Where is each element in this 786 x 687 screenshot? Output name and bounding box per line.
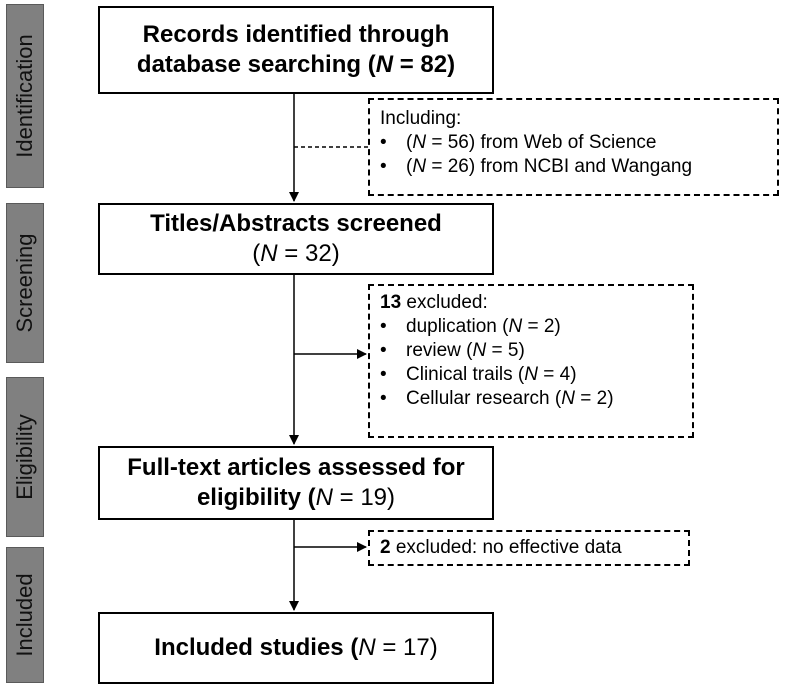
list-item: • (N = 26) from NCBI and Wangang xyxy=(380,155,767,179)
bullet: • xyxy=(380,316,387,337)
fulltext-n-symbol: N xyxy=(315,484,333,511)
excluded-count: 13 xyxy=(380,292,402,313)
item-n-symbol: N xyxy=(412,132,427,153)
item-suffix: = 5) xyxy=(486,340,525,361)
item-n-symbol: N xyxy=(508,316,523,337)
list-item: • (N = 56) from Web of Science xyxy=(380,131,767,155)
titles-screened-box: Titles/Abstracts screened (N = 32) xyxy=(98,203,494,275)
stage-label-identification: Identification xyxy=(12,34,37,158)
item-n-symbol: N xyxy=(412,156,427,177)
item-prefix: ( xyxy=(406,132,413,153)
records-line1: Records identified through xyxy=(142,21,450,48)
stage-label-screening: Screening xyxy=(12,233,37,333)
included-suffix: = 17) xyxy=(375,634,438,661)
list-item: • duplication (N = 2) xyxy=(380,315,682,339)
item-suffix: = 4) xyxy=(537,364,577,385)
records-identified-box: Records identified through database sear… xyxy=(98,6,494,94)
item-n-symbol: N xyxy=(561,388,575,409)
titles-line2-prefix: ( xyxy=(252,240,261,267)
bullet: • xyxy=(380,132,387,153)
excluded-header: excluded: xyxy=(401,292,488,313)
no-effective-count: 2 xyxy=(380,537,391,558)
item-n-symbol: N xyxy=(472,340,487,361)
fulltext-assessed-box: Full-text articles assessed for eligibil… xyxy=(98,446,494,520)
including-header: Including: xyxy=(380,108,462,129)
records-line2-prefix: database searching ( xyxy=(136,51,376,78)
including-sources-box: Including: • (N = 56) from Web of Scienc… xyxy=(368,98,779,196)
list-item: • Clinical trails (N = 4) xyxy=(380,363,682,387)
bullet: • xyxy=(380,388,387,409)
no-effective-data-box: 2 excluded: no effective data xyxy=(368,530,690,566)
fulltext-line2-suffix: = 19) xyxy=(332,484,396,511)
titles-line1: Titles/Abstracts screened xyxy=(150,210,442,237)
stage-label-included: Included xyxy=(12,573,37,657)
list-item: • review (N = 5) xyxy=(380,339,682,363)
item-suffix: = 2) xyxy=(522,316,561,337)
excluded-reasons-box: 13 excluded: • duplication (N = 2) • rev… xyxy=(368,284,694,438)
records-line2-suffix: = 82) xyxy=(393,51,456,78)
stage-tab-screening: Screening xyxy=(6,203,44,363)
bullet: • xyxy=(380,340,387,361)
stage-tab-eligibility: Eligibility xyxy=(6,377,44,537)
item-suffix: = 56) from Web of Science xyxy=(426,132,657,153)
bullet: • xyxy=(380,364,387,385)
item-prefix: Cellular research ( xyxy=(406,388,562,409)
fulltext-line2-prefix: eligibility ( xyxy=(196,484,316,511)
included-n-symbol: N xyxy=(358,634,376,661)
bullet: • xyxy=(380,156,387,177)
list-item: • Cellular research (N = 2) xyxy=(380,387,682,411)
item-prefix: review ( xyxy=(406,340,473,361)
included-prefix: Included studies ( xyxy=(154,634,359,661)
item-suffix: = 26) from NCBI and Wangang xyxy=(426,156,693,177)
included-studies-box: Included studies (N = 17) xyxy=(98,612,494,684)
no-effective-text: excluded: no effective data xyxy=(390,537,622,558)
stage-label-eligibility: Eligibility xyxy=(12,414,37,500)
item-suffix: = 2) xyxy=(574,388,614,409)
item-prefix: Clinical trails ( xyxy=(406,364,525,385)
item-prefix: ( xyxy=(406,156,413,177)
stage-tab-identification: Identification xyxy=(6,4,44,188)
titles-n-symbol: N xyxy=(260,240,278,267)
stage-tab-included: Included xyxy=(6,547,44,683)
item-prefix: duplication ( xyxy=(406,316,509,337)
records-n-symbol: N xyxy=(375,51,394,78)
item-n-symbol: N xyxy=(524,364,538,385)
titles-line2-suffix: = 32) xyxy=(277,240,340,267)
fulltext-line1: Full-text articles assessed for xyxy=(127,454,465,481)
